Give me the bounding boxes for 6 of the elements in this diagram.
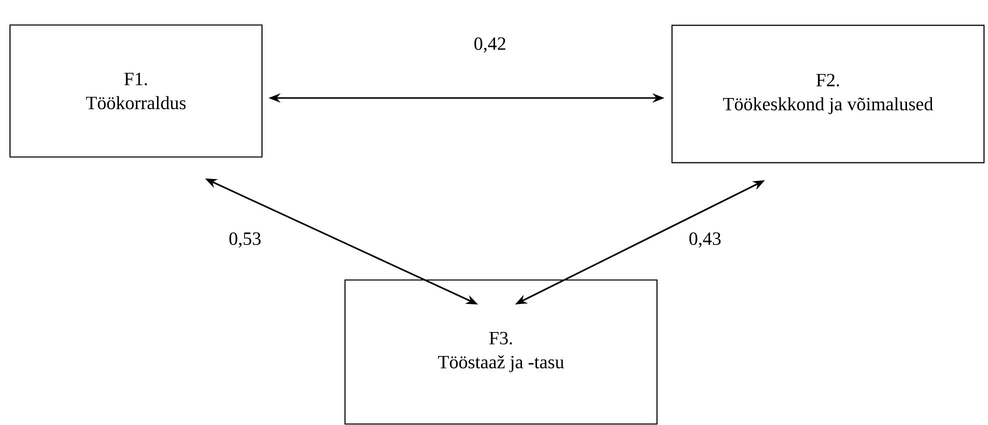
edge-label: 0,53 bbox=[227, 231, 263, 249]
edge-label: 0,42 bbox=[472, 36, 508, 54]
factor-box: F2. Töökeskkond ja võimalused bbox=[671, 24, 985, 164]
factor-box: F1. Töökorraldus bbox=[9, 24, 263, 158]
edge-label: 0,43 bbox=[687, 231, 723, 249]
factor-box: F3. Tööstaaž ja -tasu bbox=[344, 279, 658, 425]
